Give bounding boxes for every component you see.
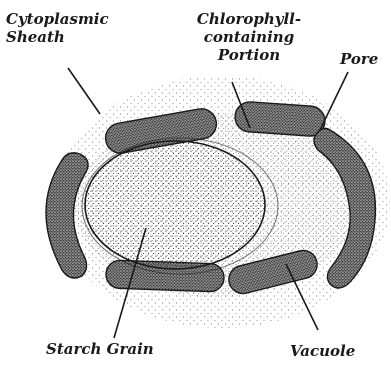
starch-grain bbox=[85, 141, 265, 269]
pore-label: Pore bbox=[340, 50, 378, 68]
cytoplasmic-sheath-label-line1: Cytoplasmic bbox=[6, 10, 109, 28]
chlorophyll-band-top-right bbox=[234, 101, 326, 137]
starch-grain-label: Starch Grain bbox=[46, 340, 154, 358]
cytoplasmic-sheath-label-line2: Sheath bbox=[6, 28, 109, 46]
chlorophyll-label: Chlorophyll- containing Portion bbox=[188, 10, 310, 64]
cytoplasmic-sheath-label: Cytoplasmic Sheath bbox=[6, 10, 109, 46]
leader-cytoplasmic-sheath bbox=[68, 68, 100, 114]
chlorophyll-label-line3: Portion bbox=[188, 46, 310, 64]
chlorophyll-label-line2: containing bbox=[188, 28, 310, 46]
chlorophyll-label-line1: Chlorophyll- bbox=[188, 10, 310, 28]
vacuole-label: Vacuole bbox=[290, 342, 355, 360]
